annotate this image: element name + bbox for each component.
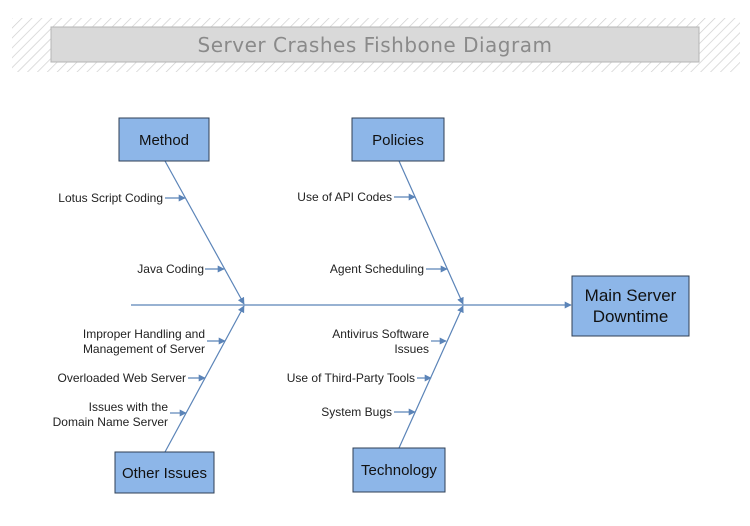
cause-label: Overloaded Web Server [57,371,186,385]
category-label: Technology [361,462,437,479]
cause-label: Domain Name Server [53,415,168,429]
effect-box [571,275,690,337]
category-label: Policies [372,132,424,149]
effect-label-line-2: Downtime [593,307,669,326]
category-box [114,451,215,494]
cause-label: Issues [394,342,429,356]
cause-label: System Bugs [321,405,392,419]
cause-label: Use of API Codes [297,190,392,204]
category-policies: Policies [351,117,445,162]
category-box [351,117,445,162]
category-label: Method [139,132,189,149]
category-technology: Technology [352,447,446,493]
cause-label: Improper Handling and [83,327,205,341]
category-other-issues: Other Issues [114,451,215,494]
category-label: Other Issues [122,465,207,482]
effect-head: Main Server Downtime [571,275,690,337]
cause-label: Antivirus Software [332,327,429,341]
cause-label: Agent Scheduling [330,262,424,276]
cause-label: Lotus Script Coding [58,191,163,205]
title-banner: Server Crashes Fishbone Diagram [12,18,740,72]
category-method: Method [118,117,210,162]
diagram-title: Server Crashes Fishbone Diagram [198,33,553,57]
effect-label-line-1: Main Server [585,286,677,305]
cause-label: Java Coding [137,262,204,276]
cause-label: Use of Third-Party Tools [287,371,415,385]
cause-label: Management of Server [83,342,205,356]
bone-method [164,160,245,305]
category-box [352,447,446,493]
title-bar [50,26,700,63]
category-box [118,117,210,162]
bone-policies [398,160,464,305]
cause-label: Issues with the [89,400,169,414]
